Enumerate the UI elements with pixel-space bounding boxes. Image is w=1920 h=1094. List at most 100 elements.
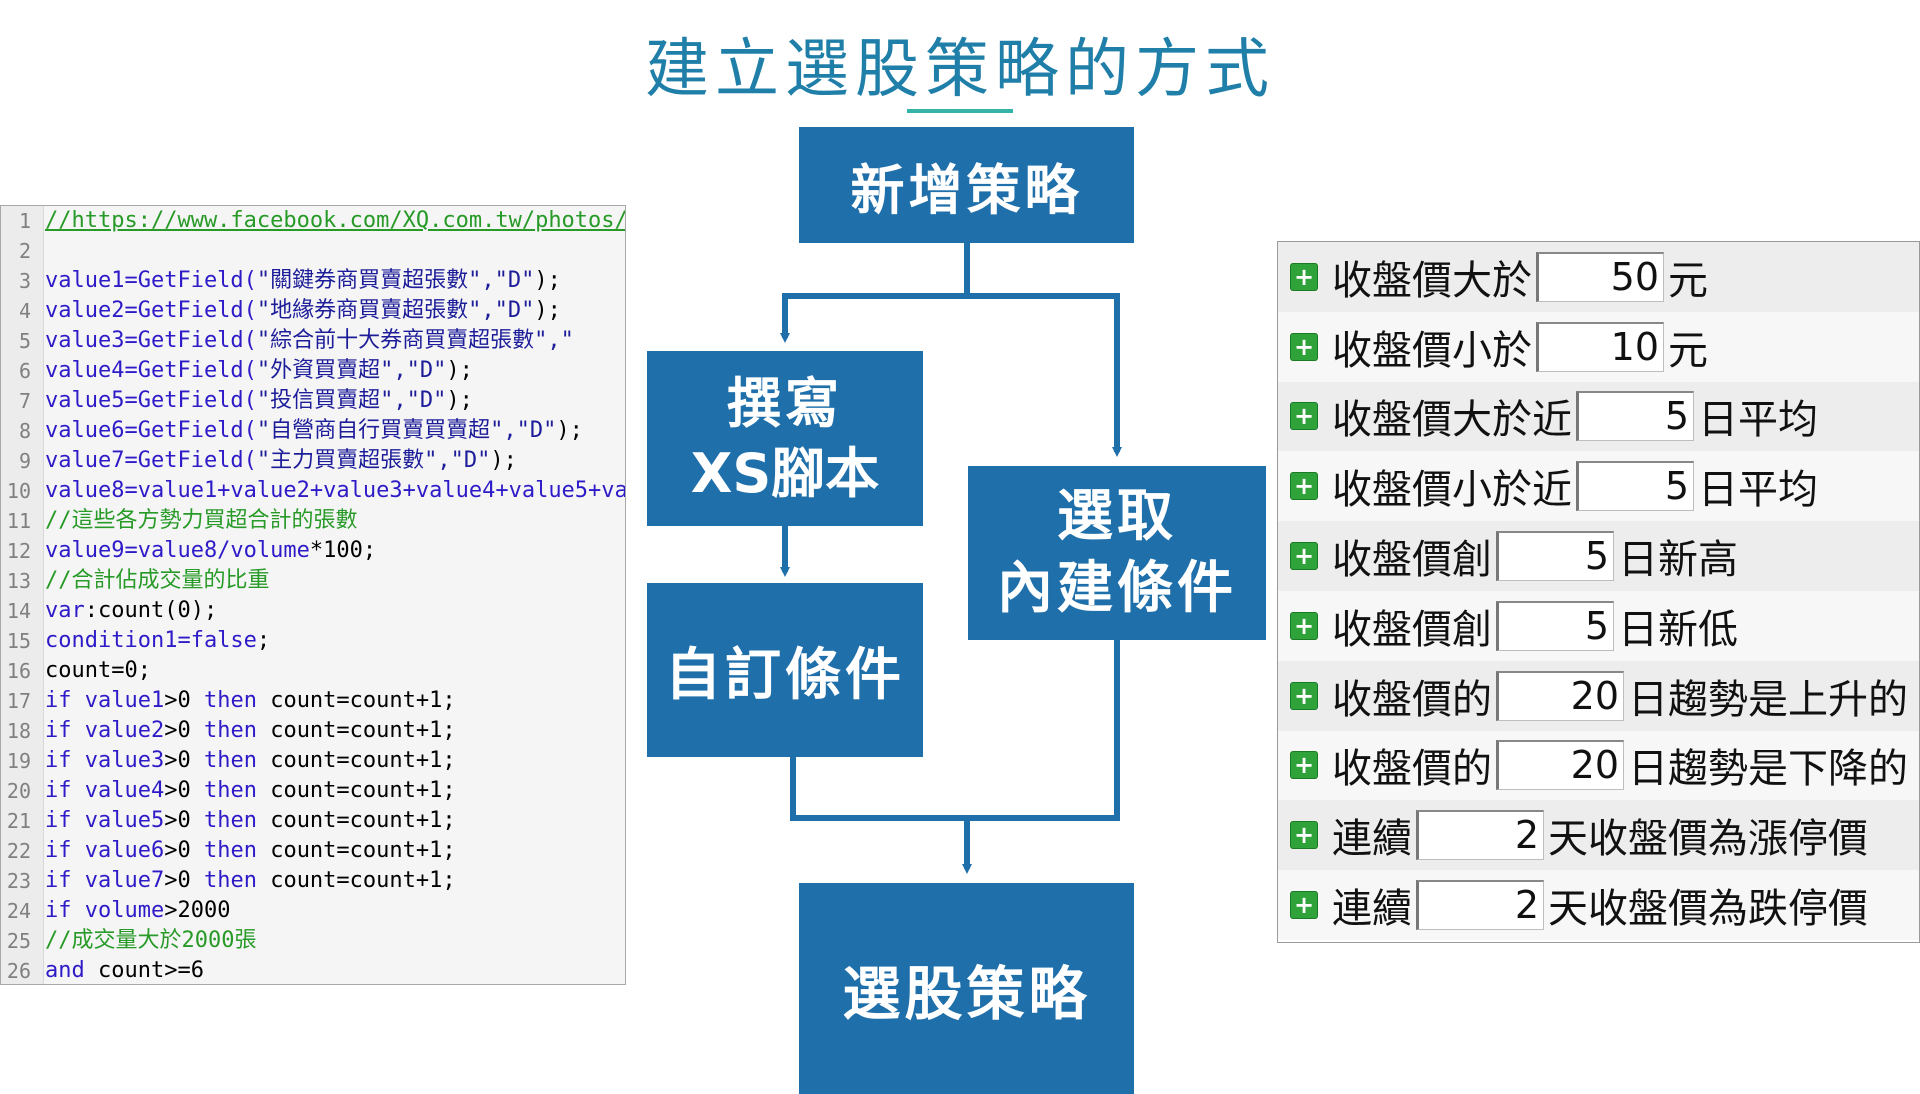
condition-value-input[interactable]: 20 bbox=[1496, 670, 1624, 721]
code-token: value3=GetField( bbox=[45, 328, 257, 353]
code-token: if value4 bbox=[45, 778, 165, 803]
code-text: //這些各方勢力買超合計的張數 bbox=[45, 506, 358, 536]
stock-strategy-label: 選股策略 bbox=[842, 959, 1091, 1028]
plus-icon[interactable]: + bbox=[1290, 262, 1318, 291]
line-number: 26 bbox=[6, 959, 31, 983]
code-token: count>=6 bbox=[84, 958, 204, 983]
line-number-gutter bbox=[1, 206, 44, 984]
code-token: >2000 bbox=[164, 898, 231, 923]
code-token: if value7 bbox=[45, 868, 165, 893]
code-token: if value6 bbox=[45, 838, 165, 863]
condition-prefix: 收盤價小於 bbox=[1332, 327, 1532, 374]
code-token: >0 bbox=[164, 748, 204, 773]
code-token: >0 bbox=[164, 868, 204, 893]
code-token: value5=GetField( bbox=[45, 388, 257, 413]
code-text: value8=value1+value2+value3+value4+value… bbox=[45, 476, 625, 506]
condition-suffix: 日趨勢是上升的 bbox=[1628, 676, 1908, 723]
code-token: //合計佔成交量的比重 bbox=[45, 568, 270, 593]
line-number: 19 bbox=[6, 749, 31, 773]
code-text: if value6>0 then count=count+1; bbox=[45, 836, 456, 866]
code-token: ); bbox=[490, 448, 517, 473]
code-text: if value1>0 then count=count+1; bbox=[45, 686, 456, 716]
line-number: 15 bbox=[6, 629, 31, 653]
code-token: >0 bbox=[164, 718, 204, 743]
condition-value-input[interactable]: 2 bbox=[1416, 810, 1544, 861]
code-text: if value7>0 then count=count+1; bbox=[45, 866, 456, 896]
plus-icon[interactable]: + bbox=[1290, 472, 1318, 501]
code-token: ); bbox=[534, 268, 561, 293]
line-number: 13 bbox=[6, 569, 31, 593]
plus-icon[interactable]: + bbox=[1290, 332, 1318, 361]
write-script-label-2: XS腳本 bbox=[690, 441, 880, 505]
condition-value-input[interactable]: 5 bbox=[1496, 531, 1614, 582]
code-token: and bbox=[45, 958, 85, 983]
code-line: 13 //合計佔成交量的比重 bbox=[1, 566, 625, 596]
line-number: 24 bbox=[6, 899, 31, 923]
code-text: value3=GetField("綜合前十大券商買賣超張數"," bbox=[45, 326, 574, 356]
line-number: 1 bbox=[18, 209, 31, 233]
plus-icon[interactable]: + bbox=[1290, 821, 1318, 850]
plus-icon[interactable]: + bbox=[1290, 542, 1318, 571]
code-token: then bbox=[203, 868, 257, 893]
code-token: if volume bbox=[45, 898, 165, 923]
code-text: value9=value8/volume*100; bbox=[45, 536, 376, 566]
code-text: condition1=false; bbox=[45, 626, 270, 656]
condition-value-input[interactable]: 5 bbox=[1576, 391, 1694, 442]
line-number: 6 bbox=[18, 359, 31, 383]
code-editor[interactable]: 1//https://www.facebook.com/XQ.com.tw/ph… bbox=[0, 205, 626, 985]
code-token: if value3 bbox=[45, 748, 165, 773]
condition-value-input[interactable]: 5 bbox=[1496, 600, 1614, 651]
custom-condition-box: 自訂條件 bbox=[647, 583, 923, 757]
code-text: and count>=6 bbox=[45, 956, 204, 984]
code-token: then bbox=[203, 778, 257, 803]
condition-value-input[interactable]: 2 bbox=[1416, 880, 1544, 931]
condition-prefix: 連續 bbox=[1332, 816, 1412, 863]
plus-icon[interactable]: + bbox=[1290, 681, 1318, 710]
code-text: //成交量大於2000張 bbox=[45, 926, 256, 956]
condition-prefix: 收盤價大於近 bbox=[1332, 397, 1572, 444]
condition-suffix: 日新高 bbox=[1618, 537, 1738, 584]
code-text: value4=GetField("外資買賣超","D"); bbox=[45, 356, 473, 386]
code-token: ); bbox=[534, 298, 561, 323]
code-token: "自營商自行買賣買賣超","D" bbox=[256, 418, 557, 443]
code-token: >0 bbox=[164, 838, 204, 863]
condition-prefix: 收盤價的 bbox=[1332, 676, 1492, 723]
add-strategy-box: 新增策略 bbox=[799, 127, 1134, 243]
line-number: 8 bbox=[18, 419, 31, 443]
code-text: value1=GetField("關鍵券商買賣超張數","D"); bbox=[45, 266, 561, 296]
condition-value-input[interactable]: 20 bbox=[1496, 740, 1624, 791]
plus-icon[interactable]: + bbox=[1290, 402, 1318, 431]
plus-icon[interactable]: + bbox=[1290, 611, 1318, 640]
plus-icon[interactable]: + bbox=[1290, 891, 1318, 920]
condition-value-input[interactable]: 10 bbox=[1536, 321, 1664, 372]
condition-value-input[interactable]: 5 bbox=[1576, 461, 1694, 512]
code-token: value7=GetField( bbox=[45, 448, 257, 473]
code-text: count=0; bbox=[45, 656, 151, 686]
condition-suffix: 元 bbox=[1668, 327, 1708, 374]
condition-suffix: 日新低 bbox=[1618, 606, 1738, 653]
line-number: 25 bbox=[6, 929, 31, 953]
code-token: count=count+1; bbox=[256, 778, 456, 803]
code-token: if value5 bbox=[45, 808, 165, 833]
code-line: 2 bbox=[1, 236, 625, 266]
connector-custom-down bbox=[790, 640, 1120, 821]
condition-value-input[interactable]: 50 bbox=[1536, 251, 1664, 302]
line-number: 5 bbox=[18, 329, 31, 353]
code-token: >0 bbox=[164, 808, 204, 833]
plus-icon[interactable]: + bbox=[1290, 751, 1318, 780]
condition-suffix: 天收盤價為漲停價 bbox=[1548, 816, 1868, 863]
